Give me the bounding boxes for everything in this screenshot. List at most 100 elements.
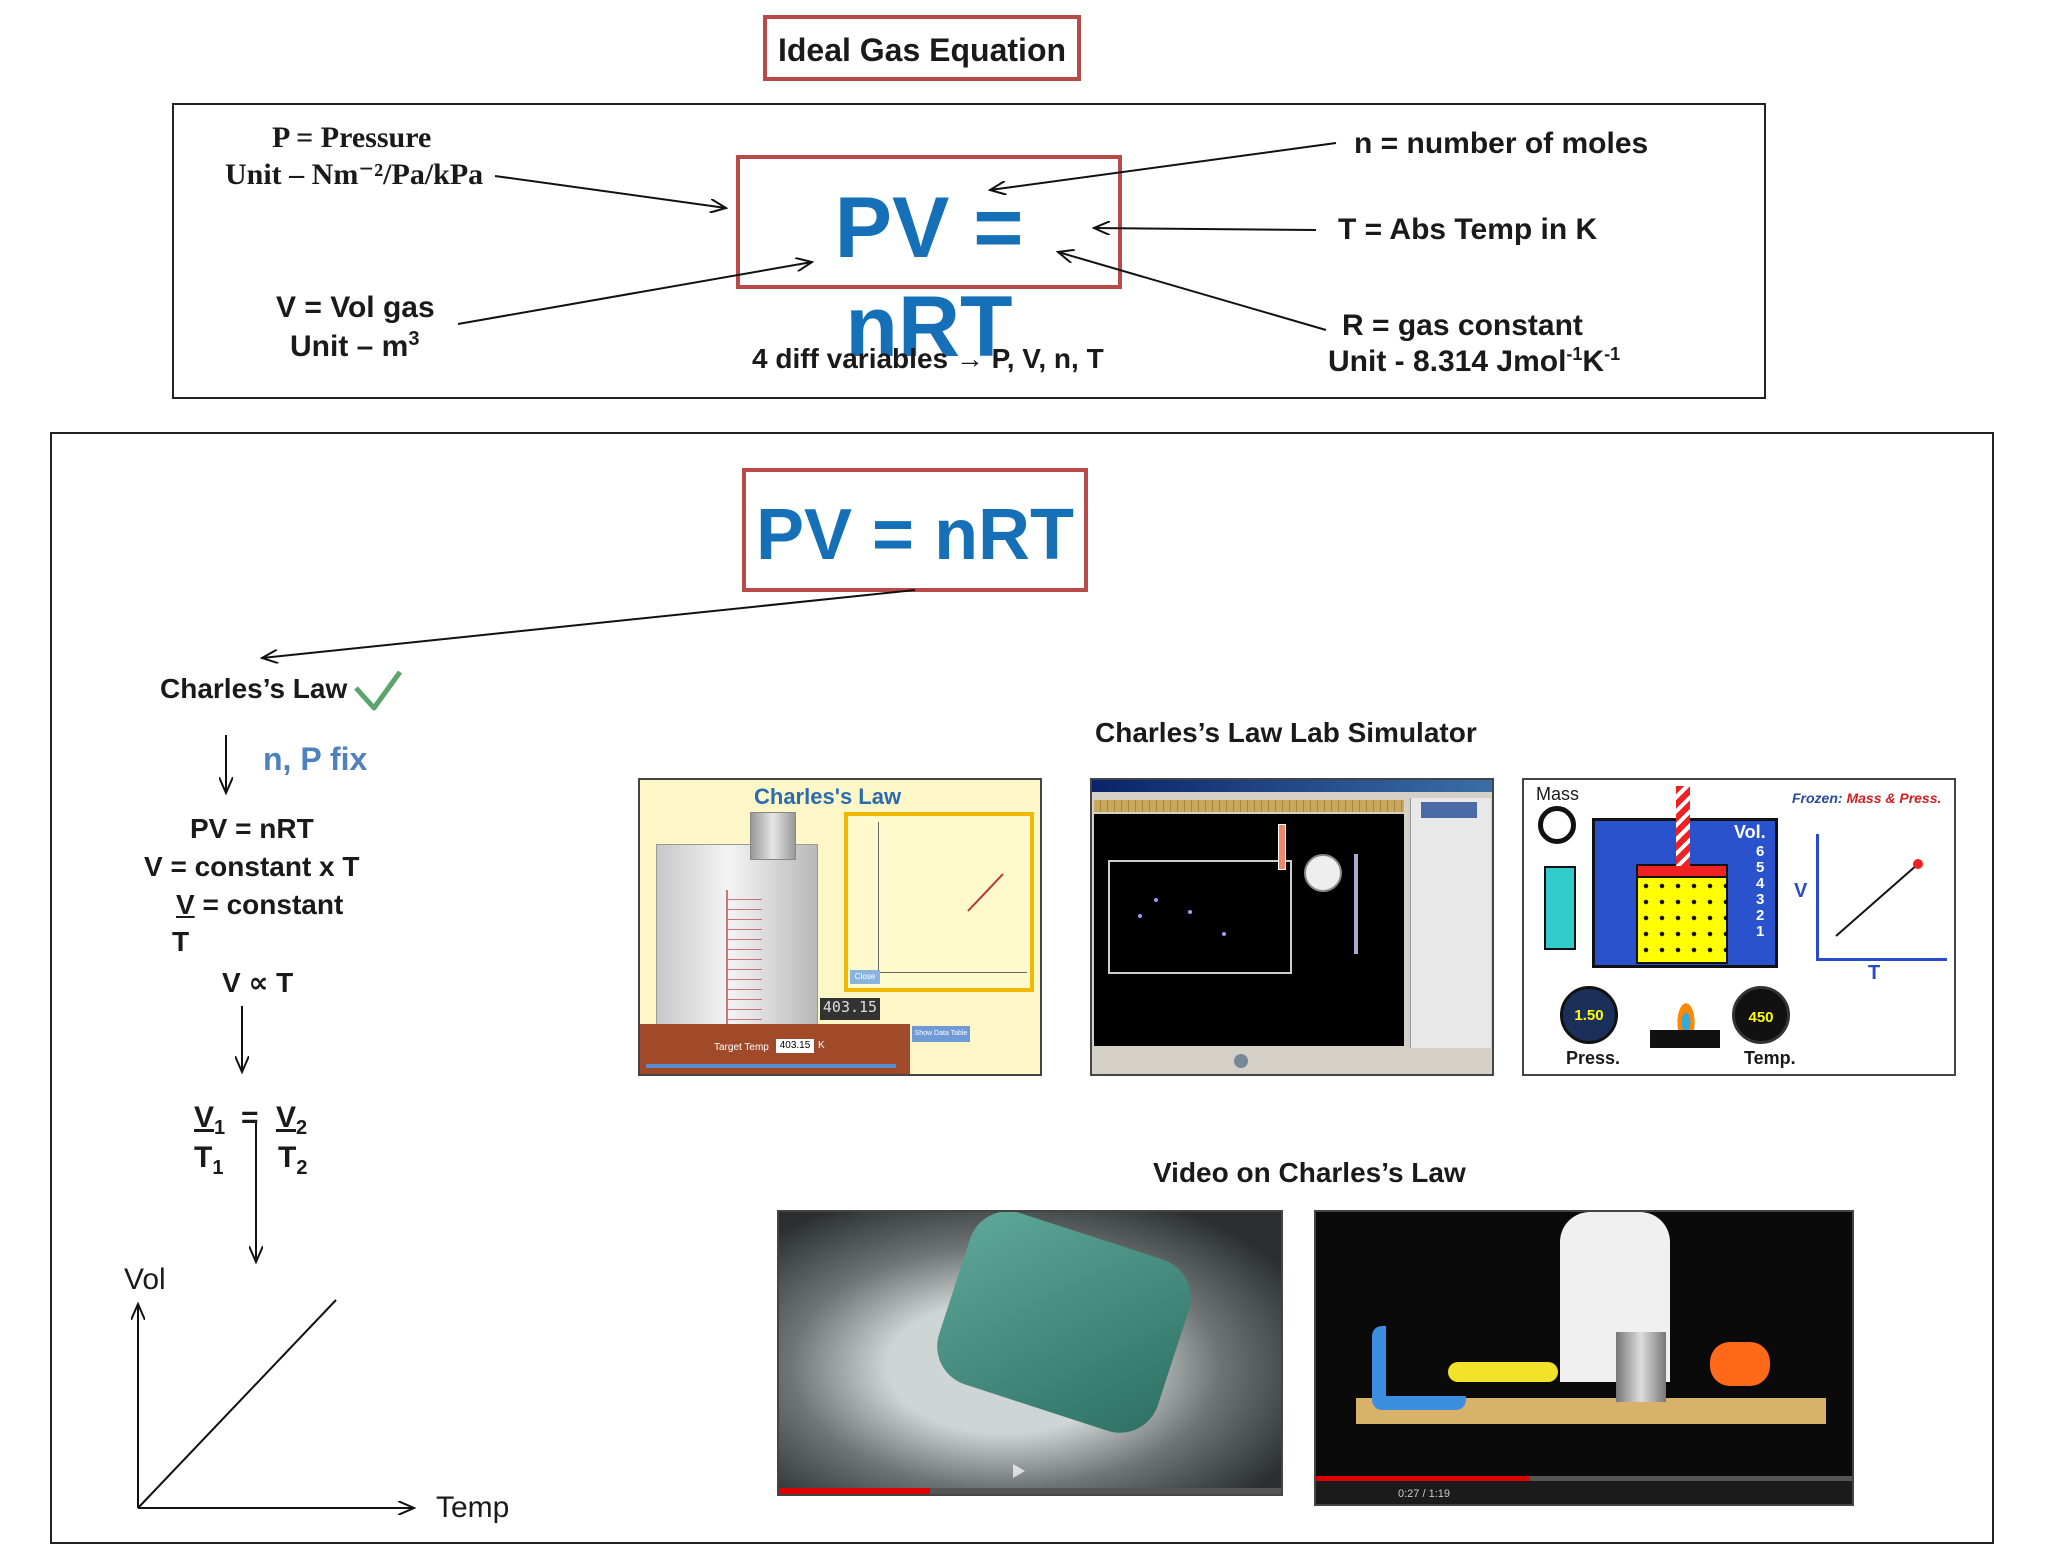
equation-box-bottom: PV = nRT bbox=[742, 468, 1088, 592]
equation-box-top: PV = nRT bbox=[736, 155, 1122, 375]
sim2-play-button[interactable] bbox=[1234, 1054, 1248, 1068]
sim3-scale-mark: 3 bbox=[1756, 891, 1765, 908]
video-thumbnail-2[interactable]: 0:27 / 1:19 bbox=[1314, 1210, 1854, 1506]
sim3-temp-gauge: 450 bbox=[1732, 986, 1790, 1044]
video2-progress[interactable] bbox=[1316, 1476, 1852, 1481]
sim1-title: Charles's Law bbox=[754, 784, 902, 809]
sim3-temp-value: 450 bbox=[1748, 1009, 1774, 1026]
sim2-particle bbox=[1154, 898, 1158, 902]
sim2-gauge-icon bbox=[1304, 854, 1342, 892]
step-ideal-gas: PV = nRT bbox=[190, 813, 314, 844]
sim3-pressure-value: 1.50 bbox=[1574, 1007, 1604, 1024]
sim3-syringe bbox=[1544, 866, 1576, 950]
pressure-definition: P = Pressure bbox=[272, 121, 432, 154]
sim3-pressure-label: Press. bbox=[1566, 1048, 1621, 1068]
sim2-pump bbox=[1354, 854, 1358, 954]
arrow-to-charles bbox=[262, 589, 916, 658]
sim3-burner bbox=[1650, 1030, 1720, 1048]
sim3-mass-ring bbox=[1538, 806, 1576, 844]
video2-balloon-blue bbox=[1372, 1326, 1466, 1410]
moles-definition: n = number of moles bbox=[1354, 127, 1649, 160]
simulator-thumbnail-2[interactable] bbox=[1090, 778, 1494, 1076]
ratio-equals: = bbox=[241, 1101, 259, 1134]
arrow-moles bbox=[990, 142, 1337, 190]
gas-constant-definition: R = gas constant bbox=[1342, 309, 1583, 342]
volume-definition: V = Vol gas bbox=[276, 291, 435, 324]
ratio-t2: T2 bbox=[278, 1140, 307, 1180]
sim2-particle bbox=[1222, 932, 1226, 936]
ratio-v1-letter: V bbox=[194, 1101, 215, 1134]
video2-beaker bbox=[1616, 1332, 1666, 1402]
step-ratio-constant: V = constant bbox=[176, 888, 343, 922]
sim3-scale-mark: 4 bbox=[1756, 875, 1765, 892]
pressure-unit: Unit – Nm⁻²/Pa/kPa bbox=[225, 158, 484, 191]
graph-x-label: Temp bbox=[436, 1491, 510, 1524]
fixed-variables: n, P fix bbox=[263, 741, 368, 777]
title-box: Ideal Gas Equation bbox=[763, 15, 1081, 81]
video2-balloon-orange bbox=[1710, 1342, 1770, 1386]
simulator-thumbnail-3[interactable]: Mass Frozen: Mass & Press. Vol. 6 5 4 3 … bbox=[1522, 778, 1956, 1076]
sim3-graph-line bbox=[1835, 859, 1923, 937]
arrow-gas-constant bbox=[1058, 252, 1327, 331]
sim3-gas-chamber bbox=[1636, 876, 1728, 964]
ratio-v2-letter: V bbox=[276, 1101, 297, 1134]
gas-constant-unit-text: Unit - 8.314 Jmol bbox=[1328, 345, 1567, 378]
sim1-close-button[interactable]: Close bbox=[850, 970, 880, 984]
gas-constant-exp2: -1 bbox=[1604, 344, 1621, 364]
check-icon bbox=[354, 670, 403, 711]
video-heading: Video on Charles’s Law bbox=[1153, 1157, 1466, 1188]
simulator-thumbnail-1[interactable]: Charles's Law Close 403.15 Target Temp 4… bbox=[638, 778, 1042, 1076]
sim2-thermometer bbox=[1278, 824, 1286, 870]
sim3-vol-label: Vol. bbox=[1734, 822, 1766, 842]
sim3-graph-t-label: T bbox=[1868, 962, 1881, 984]
flame-icon bbox=[1676, 1000, 1696, 1032]
video1-progress-fill bbox=[779, 1488, 930, 1494]
sim3-mass-label: Mass bbox=[1536, 784, 1580, 804]
sim3-frozen-text: Frozen: bbox=[1792, 790, 1843, 806]
ratio-v1-sub: 1 bbox=[214, 1117, 226, 1139]
video1-soap bbox=[926, 1212, 1202, 1444]
video1-progress-bar[interactable] bbox=[779, 1488, 1281, 1494]
sim1-data-table-button[interactable]: Show Data Table bbox=[912, 1026, 970, 1042]
sim2-ruler bbox=[1094, 800, 1404, 812]
arrow-volume bbox=[457, 262, 812, 325]
arrow-pressure bbox=[494, 175, 726, 208]
video2-time: 0:27 / 1:19 bbox=[1398, 1488, 1450, 1500]
volume-unit-exponent: 3 bbox=[408, 328, 420, 350]
ratio-t2-sub: 2 bbox=[296, 1157, 308, 1179]
sim3-frozen-vars: Mass & Press. bbox=[1846, 790, 1942, 806]
step-constant-times-t: V = constant x T bbox=[144, 851, 360, 882]
video-thumbnail-1[interactable] bbox=[777, 1210, 1283, 1496]
variables-note: 4 diff variables → P, V, n, T bbox=[752, 343, 1104, 374]
sim3-scale-mark: 6 bbox=[1756, 843, 1765, 860]
video2-controls[interactable]: 0:27 / 1:19 bbox=[1316, 1476, 1852, 1504]
step-ratio-denominator: T bbox=[172, 926, 190, 957]
ratio-t2-letter: T bbox=[278, 1141, 297, 1174]
step-ratio-numerator: V bbox=[176, 889, 195, 920]
page-title: Ideal Gas Equation bbox=[777, 32, 1067, 68]
sim1-graph bbox=[844, 812, 1034, 992]
ratio-v2: V2 bbox=[276, 1100, 307, 1140]
sim2-chamber bbox=[1108, 860, 1292, 974]
sim2-canvas bbox=[1094, 814, 1404, 1068]
charles-law-title: Charles’s Law bbox=[160, 673, 348, 704]
volume-unit: Unit – m3 bbox=[290, 327, 419, 365]
sim1-scale bbox=[726, 890, 762, 1030]
ideal-gas-panel bbox=[172, 103, 1766, 399]
ratio-t1-sub: 1 bbox=[212, 1157, 224, 1179]
sim3-scale-mark: 5 bbox=[1756, 859, 1765, 876]
sim2-phet-logo bbox=[1421, 802, 1477, 818]
gas-constant-exp1: -1 bbox=[1566, 344, 1583, 364]
sim3-pressure-gauge: 1.50 bbox=[1560, 986, 1618, 1044]
sim3-graph-axes bbox=[1816, 834, 1947, 961]
ratio-v1: V1 bbox=[194, 1100, 225, 1140]
sim2-particle bbox=[1188, 910, 1192, 914]
sim3-weight-bar bbox=[1676, 786, 1690, 866]
sim1-slider[interactable] bbox=[646, 1064, 896, 1068]
sim1-target-input[interactable]: 403.15 bbox=[776, 1039, 814, 1053]
graph-line bbox=[137, 1299, 337, 1509]
sim1-target-label: Target Temp bbox=[714, 1042, 769, 1053]
sim3-temp-label: Temp. bbox=[1744, 1048, 1796, 1068]
play-icon[interactable] bbox=[1013, 1464, 1025, 1478]
